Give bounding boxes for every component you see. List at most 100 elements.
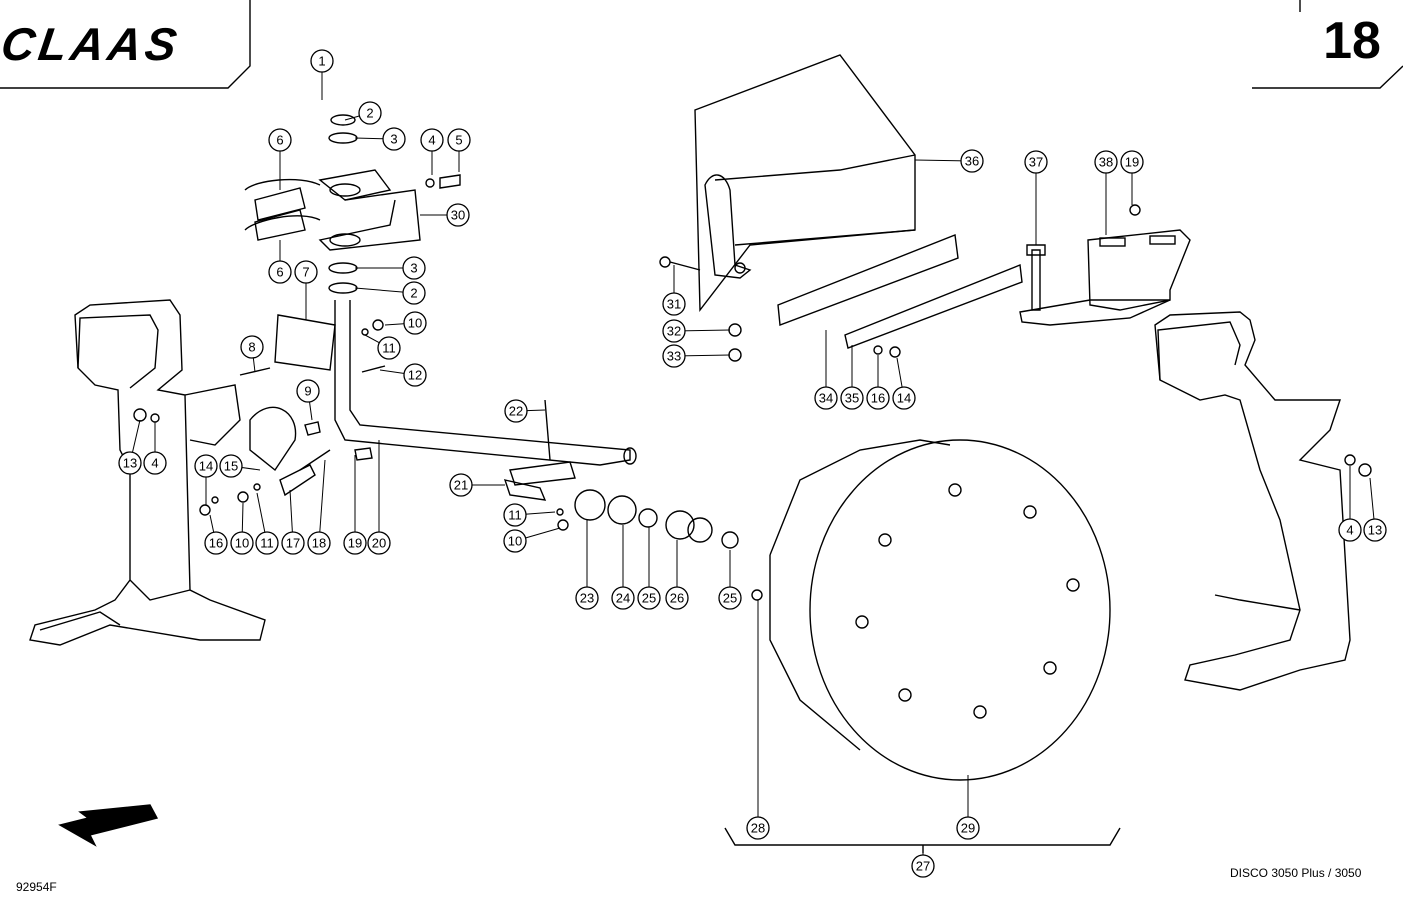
callout-37[interactable]: 37	[1024, 150, 1048, 174]
callout-11[interactable]: 11	[255, 531, 279, 555]
callout-31[interactable]: 31	[662, 292, 686, 316]
callout-5[interactable]: 5	[447, 128, 471, 152]
callout-27[interactable]: 27	[911, 854, 935, 878]
callout-circle	[665, 586, 689, 610]
callout-8[interactable]: 8	[240, 335, 264, 359]
callout-number: 31	[667, 297, 681, 312]
callout-number: 3	[410, 261, 417, 276]
callout-34[interactable]: 34	[814, 386, 838, 410]
callout-36[interactable]: 36	[960, 149, 984, 173]
callout-14[interactable]: 14	[892, 386, 916, 410]
leader-lines	[129, 61, 1376, 866]
callout-7[interactable]: 7	[294, 260, 318, 284]
hardware-parts	[133, 174, 1372, 601]
callout-circle	[281, 531, 305, 555]
callout-circle	[662, 344, 686, 368]
callout-number: 16	[209, 536, 223, 551]
callout-11[interactable]: 11	[503, 503, 527, 527]
callout-number: 19	[1125, 155, 1139, 170]
callout-9[interactable]: 9	[296, 379, 320, 403]
callout-number: 38	[1099, 155, 1113, 170]
callout-circle	[255, 531, 279, 555]
callout-circle	[446, 203, 470, 227]
callout-4[interactable]: 4	[420, 128, 444, 152]
callout-4[interactable]: 4	[1338, 518, 1362, 542]
callout-number: 10	[408, 316, 422, 331]
callout-2[interactable]: 2	[402, 281, 426, 305]
callout-circle	[662, 292, 686, 316]
callout-3[interactable]: 3	[402, 256, 426, 280]
callout-circle	[1120, 150, 1144, 174]
callout-10[interactable]: 10	[503, 529, 527, 553]
callout-16[interactable]: 16	[204, 531, 228, 555]
claas-logo: CLAAS	[0, 18, 184, 70]
callout-12[interactable]: 12	[403, 363, 427, 387]
callout-circle	[219, 454, 243, 478]
right-frame-part	[1154, 311, 1351, 691]
callout-25[interactable]: 25	[718, 586, 742, 610]
callout-circle	[503, 503, 527, 527]
callout-33[interactable]: 33	[662, 344, 686, 368]
callout-22[interactable]: 22	[504, 399, 528, 423]
callout-30[interactable]: 30	[446, 203, 470, 227]
callout-38[interactable]: 38	[1094, 150, 1118, 174]
callout-circle	[204, 531, 228, 555]
callout-number: 2	[366, 106, 373, 121]
callout-24[interactable]: 24	[611, 586, 635, 610]
callout-circle	[307, 531, 331, 555]
callout-19[interactable]: 19	[343, 531, 367, 555]
callout-18[interactable]: 18	[307, 531, 331, 555]
callout-number: 3	[390, 132, 397, 147]
callout-circle	[358, 101, 382, 125]
callout-10[interactable]: 10	[403, 311, 427, 335]
callout-circle	[449, 473, 473, 497]
callout-19[interactable]: 19	[1120, 150, 1144, 174]
callout-25[interactable]: 25	[637, 586, 661, 610]
callout-2[interactable]: 2	[358, 101, 382, 125]
callout-23[interactable]: 23	[575, 586, 599, 610]
callout-35[interactable]: 35	[840, 386, 864, 410]
callout-14[interactable]: 14	[194, 454, 218, 478]
callout-15[interactable]: 15	[219, 454, 243, 478]
cover-hood-part	[694, 54, 916, 312]
callout-circle	[310, 49, 334, 73]
callout-circle	[504, 399, 528, 423]
callout-number: 15	[224, 459, 238, 474]
callout-number: 18	[312, 536, 326, 551]
callout-circle	[611, 586, 635, 610]
callout-28[interactable]: 28	[746, 816, 770, 840]
callout-3[interactable]: 3	[382, 127, 406, 151]
callout-number: 2	[410, 286, 417, 301]
callout-16[interactable]: 16	[866, 386, 890, 410]
bracket-part	[1019, 229, 1191, 326]
callout-circle	[637, 586, 661, 610]
brand-logo-text: CLAAS	[0, 18, 184, 70]
callout-number: 29	[961, 821, 975, 836]
callout-1[interactable]: 1	[310, 49, 334, 73]
callout-32[interactable]: 32	[662, 319, 686, 343]
callout-10[interactable]: 10	[230, 531, 254, 555]
callout-number: 25	[642, 591, 656, 606]
callout-6[interactable]: 6	[268, 128, 292, 152]
callout-circle	[718, 586, 742, 610]
callout-13[interactable]: 13	[1363, 518, 1387, 542]
callout-6[interactable]: 6	[268, 260, 292, 284]
callout-circle	[447, 128, 471, 152]
callout-11[interactable]: 11	[377, 336, 401, 360]
callout-circle	[268, 260, 292, 284]
callout-number: 34	[819, 391, 833, 406]
callout-number: 35	[845, 391, 859, 406]
callout-4[interactable]: 4	[143, 451, 167, 475]
callout-13[interactable]: 13	[118, 451, 142, 475]
callout-20[interactable]: 20	[367, 531, 391, 555]
callout-circle	[956, 816, 980, 840]
callout-number: 12	[408, 368, 422, 383]
callout-26[interactable]: 26	[665, 586, 689, 610]
callout-29[interactable]: 29	[956, 816, 980, 840]
callout-17[interactable]: 17	[281, 531, 305, 555]
callout-number: 33	[667, 349, 681, 364]
callout-number: 11	[260, 536, 274, 551]
callout-21[interactable]: 21	[449, 473, 473, 497]
